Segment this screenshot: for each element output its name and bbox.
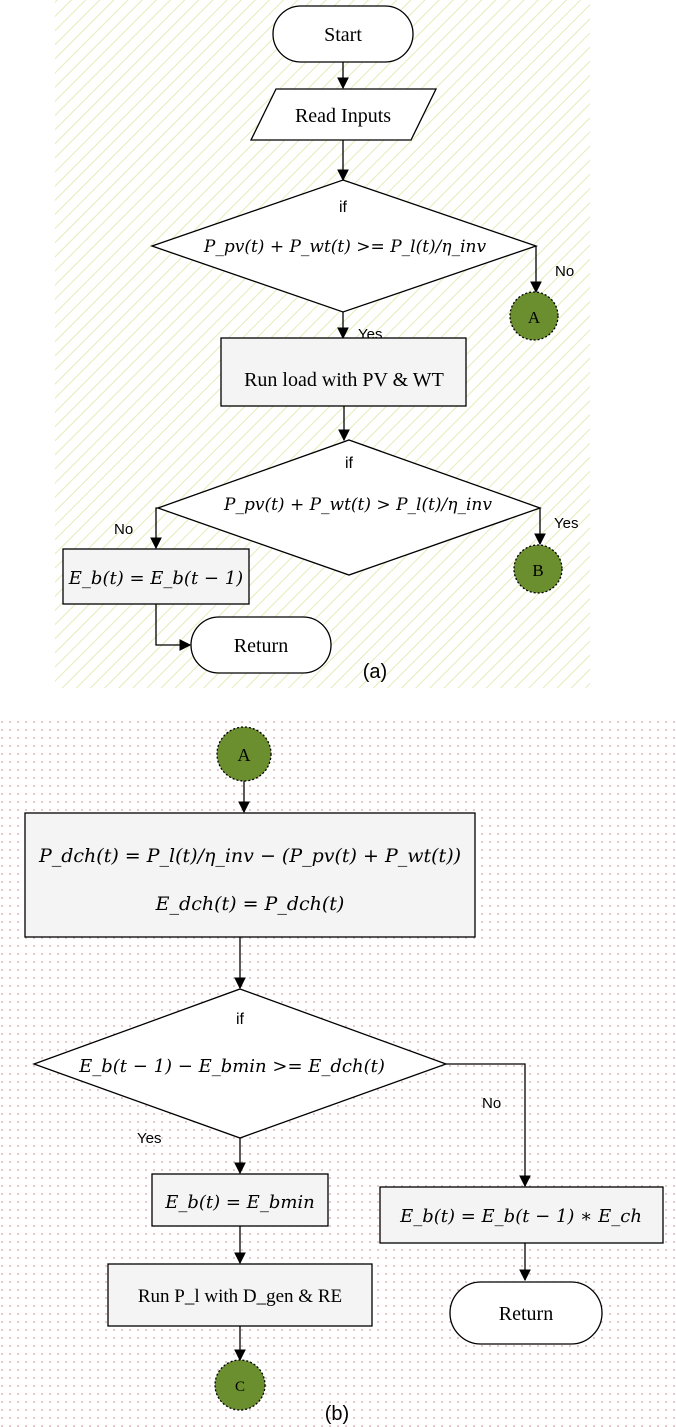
connector-a-entry-label: A — [238, 745, 251, 765]
panel-b: A P_dch(t) = P_l(t)/η_inv − (P_pv(t) + P… — [0, 718, 676, 1427]
decision-2-condition: P_pv(t) + P_wt(t) > P_l(t)/η_inv — [223, 495, 492, 515]
eb-hold-process — [62, 548, 250, 605]
return-terminal-b — [449, 1281, 603, 1345]
start-label: Start — [324, 24, 362, 46]
connector-b-circle — [513, 544, 563, 594]
run-load-process — [220, 337, 467, 407]
return-label-a: Return — [234, 635, 288, 657]
connector-b-label: B — [532, 561, 543, 580]
run-load-label: Run load with PV & WT — [244, 369, 444, 391]
connector-a-entry-circle — [216, 726, 272, 782]
pdch-equation: P_dch(t) = P_l(t)/η_inv − (P_pv(t) + P_w… — [38, 845, 461, 867]
read-inputs-io — [249, 88, 438, 141]
arrow-if2-no — [150, 507, 162, 550]
b-yes-label: Yes — [137, 1130, 161, 1147]
decision-1-condition: P_pv(t) + P_wt(t) >= P_l(t)/η_inv — [203, 237, 487, 257]
connector-a-label: A — [528, 308, 541, 327]
arrow-b-no — [446, 1063, 531, 1188]
decision-1-if: if — [339, 199, 348, 216]
run-pl-label: Run P_l with D_gen & RE — [138, 1286, 342, 1307]
connector-a-circle — [509, 291, 559, 341]
eb-ch-label: E_b(t) = E_b(t − 1) ∗ E_ch — [399, 1206, 642, 1227]
decision-b-condition: E_b(t − 1) − E_bmin >= E_dch(t) — [78, 1056, 385, 1077]
caption-a: (a) — [363, 661, 387, 683]
b-no-label: No — [482, 1095, 501, 1112]
panel-a: Start Read Inputs if P_pv(t) + P_wt(t) >… — [55, 0, 590, 688]
if2-no-label: No — [114, 521, 133, 538]
read-inputs-label: Read Inputs — [295, 105, 391, 127]
connector-c-circle — [214, 1359, 266, 1411]
decision-2 — [156, 439, 542, 576]
return-label-b: Return — [499, 1303, 553, 1325]
eb-ch-process — [379, 1186, 664, 1244]
edch-equation: E_dch(t) = P_dch(t) — [155, 893, 345, 915]
arrow-eb-to-return — [155, 604, 192, 651]
eb-min-process — [151, 1173, 329, 1227]
eb-min-label: E_b(t) = E_bmin — [164, 1192, 315, 1213]
if2-yes-label: Yes — [554, 515, 578, 532]
connector-c-label: C — [235, 1379, 245, 1395]
return-terminal-a — [190, 616, 332, 674]
decision-2-if: if — [345, 455, 354, 472]
eb-hold-label: E_b(t) = E_b(t − 1) — [68, 568, 243, 589]
pdch-process — [24, 812, 476, 938]
caption-b: (b) — [325, 1403, 349, 1425]
if1-no-label: No — [555, 263, 574, 280]
decision-b-if: if — [236, 1011, 245, 1028]
